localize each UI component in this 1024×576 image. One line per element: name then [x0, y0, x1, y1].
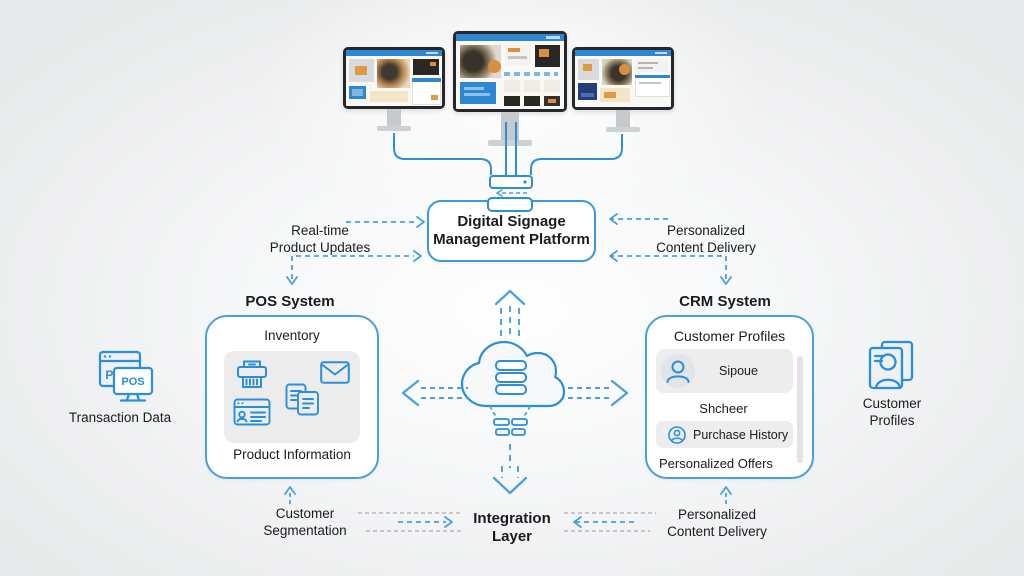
copy-documents-icon [285, 383, 319, 416]
screen-content-block [431, 95, 438, 100]
monitor-screen [456, 34, 564, 109]
pos-icons-panel [224, 351, 360, 443]
screen-content-block [544, 80, 560, 92]
platform-box: Digital Signage Management Platform [427, 200, 596, 262]
pos-product-information-label: Product Information [233, 447, 351, 462]
screen-content-block [548, 99, 556, 103]
screen-content-block [504, 80, 520, 92]
screen-header-bar [575, 50, 671, 56]
pos-inventory-label: Inventory [264, 328, 320, 343]
label-customer-profiles-right: Customer Profiles [862, 396, 922, 428]
label-personalized-content-delivery-top: Personalized Content Delivery [656, 223, 756, 255]
monitor-frame [343, 47, 445, 109]
screen-content-block [508, 56, 527, 59]
pos-system-title: POS System [245, 293, 335, 310]
crm-scrollbar[interactable] [797, 356, 803, 463]
crm-purchase-history-label: Purchase History [693, 427, 789, 442]
screen-content-block [412, 78, 441, 105]
screen-content-block [464, 87, 484, 90]
monitor-base [488, 140, 532, 146]
screen-content-block [546, 36, 560, 39]
screen-content-block [508, 48, 520, 52]
screen-content-block [635, 75, 670, 97]
label-realtime-product-updates: Real-time Product Updates [269, 223, 371, 255]
avatar [661, 354, 695, 388]
platform-title-line1: Digital Signage [457, 213, 566, 230]
screen-content-block [377, 59, 410, 88]
screen-content-block [488, 60, 501, 73]
monitor-base [377, 126, 411, 131]
label-personalized-content-delivery-bottom: Personalized Content Delivery [667, 507, 767, 539]
screen-content-block [583, 64, 592, 71]
screen-content-block [426, 52, 438, 54]
down-arrow [492, 444, 528, 495]
monitor-base [606, 127, 640, 132]
screen-content-block [604, 92, 616, 98]
arrow-to-pos [401, 379, 468, 407]
platform-title-line2: Management Platform [433, 231, 590, 248]
label-integration-layer: Integration Layer [473, 510, 551, 545]
signage-monitor-left [343, 47, 445, 131]
crm-profile-row: Sipoue [656, 349, 793, 393]
screen-content-block [539, 49, 549, 57]
screen-content-block [352, 89, 363, 96]
user-avatar-icon [666, 360, 690, 383]
crm-personalized-offers-label: Personalized Offers [659, 456, 773, 471]
pos-system-box: Inventory [205, 315, 379, 479]
crm-profile-name-2: Shcheer [699, 401, 748, 416]
envelope-icon [320, 361, 350, 384]
monitor-screen [575, 50, 671, 107]
signage-monitor-right [572, 47, 674, 132]
screen-content-block [655, 52, 667, 54]
pos-badge-front: POS [121, 376, 144, 388]
screen-header-bar [456, 34, 564, 41]
screen-content-block [639, 82, 661, 84]
crm-purchase-history-row: Purchase History [656, 421, 793, 448]
crm-profile-name: Sipoue [719, 364, 758, 378]
screen-content-block [464, 93, 490, 96]
crm-customer-profiles-heading: Customer Profiles [673, 328, 786, 344]
screen-content-block [524, 96, 540, 106]
monitor-frame [453, 31, 567, 112]
contact-card-icon [233, 398, 271, 426]
arrow-to-crm [568, 379, 629, 407]
monitor-frame [572, 47, 674, 110]
screen-header-bar [346, 50, 442, 56]
customer-profile-card-icon [868, 340, 914, 390]
monitor-stand [616, 110, 630, 127]
label-customer-segmentation: Customer Segmentation [263, 506, 347, 538]
screen-content-block [430, 62, 436, 66]
monitor-stand [387, 109, 401, 126]
monitor-screen [346, 50, 442, 106]
screen-content-block [581, 93, 594, 97]
printer-icon [237, 360, 267, 388]
screen-content-block [504, 72, 558, 76]
screen-content-block [635, 59, 668, 72]
pos-terminal-icon: POS POS [98, 350, 154, 402]
up-arrow [494, 289, 526, 339]
screen-content-block [638, 62, 658, 64]
screen-content-block [412, 78, 441, 82]
monitor-stand [501, 112, 519, 140]
crm-system-title: CRM System [679, 293, 771, 310]
screen-content-block [524, 80, 540, 92]
label-transaction-data: Transaction Data [68, 410, 172, 425]
crm-system-box: Customer Profiles Sipoue Shcheer [645, 315, 814, 479]
user-circle-icon [668, 425, 686, 444]
screen-content-block [355, 66, 367, 75]
screen-content-block [578, 83, 597, 100]
screen-content-block [619, 64, 630, 75]
screen-content-block [370, 91, 408, 102]
screen-content-block [638, 67, 653, 69]
screen-content-block [635, 75, 670, 78]
cloud-data-icon [460, 340, 566, 436]
signage-monitor-center [453, 31, 567, 146]
screen-content-block [504, 96, 520, 106]
